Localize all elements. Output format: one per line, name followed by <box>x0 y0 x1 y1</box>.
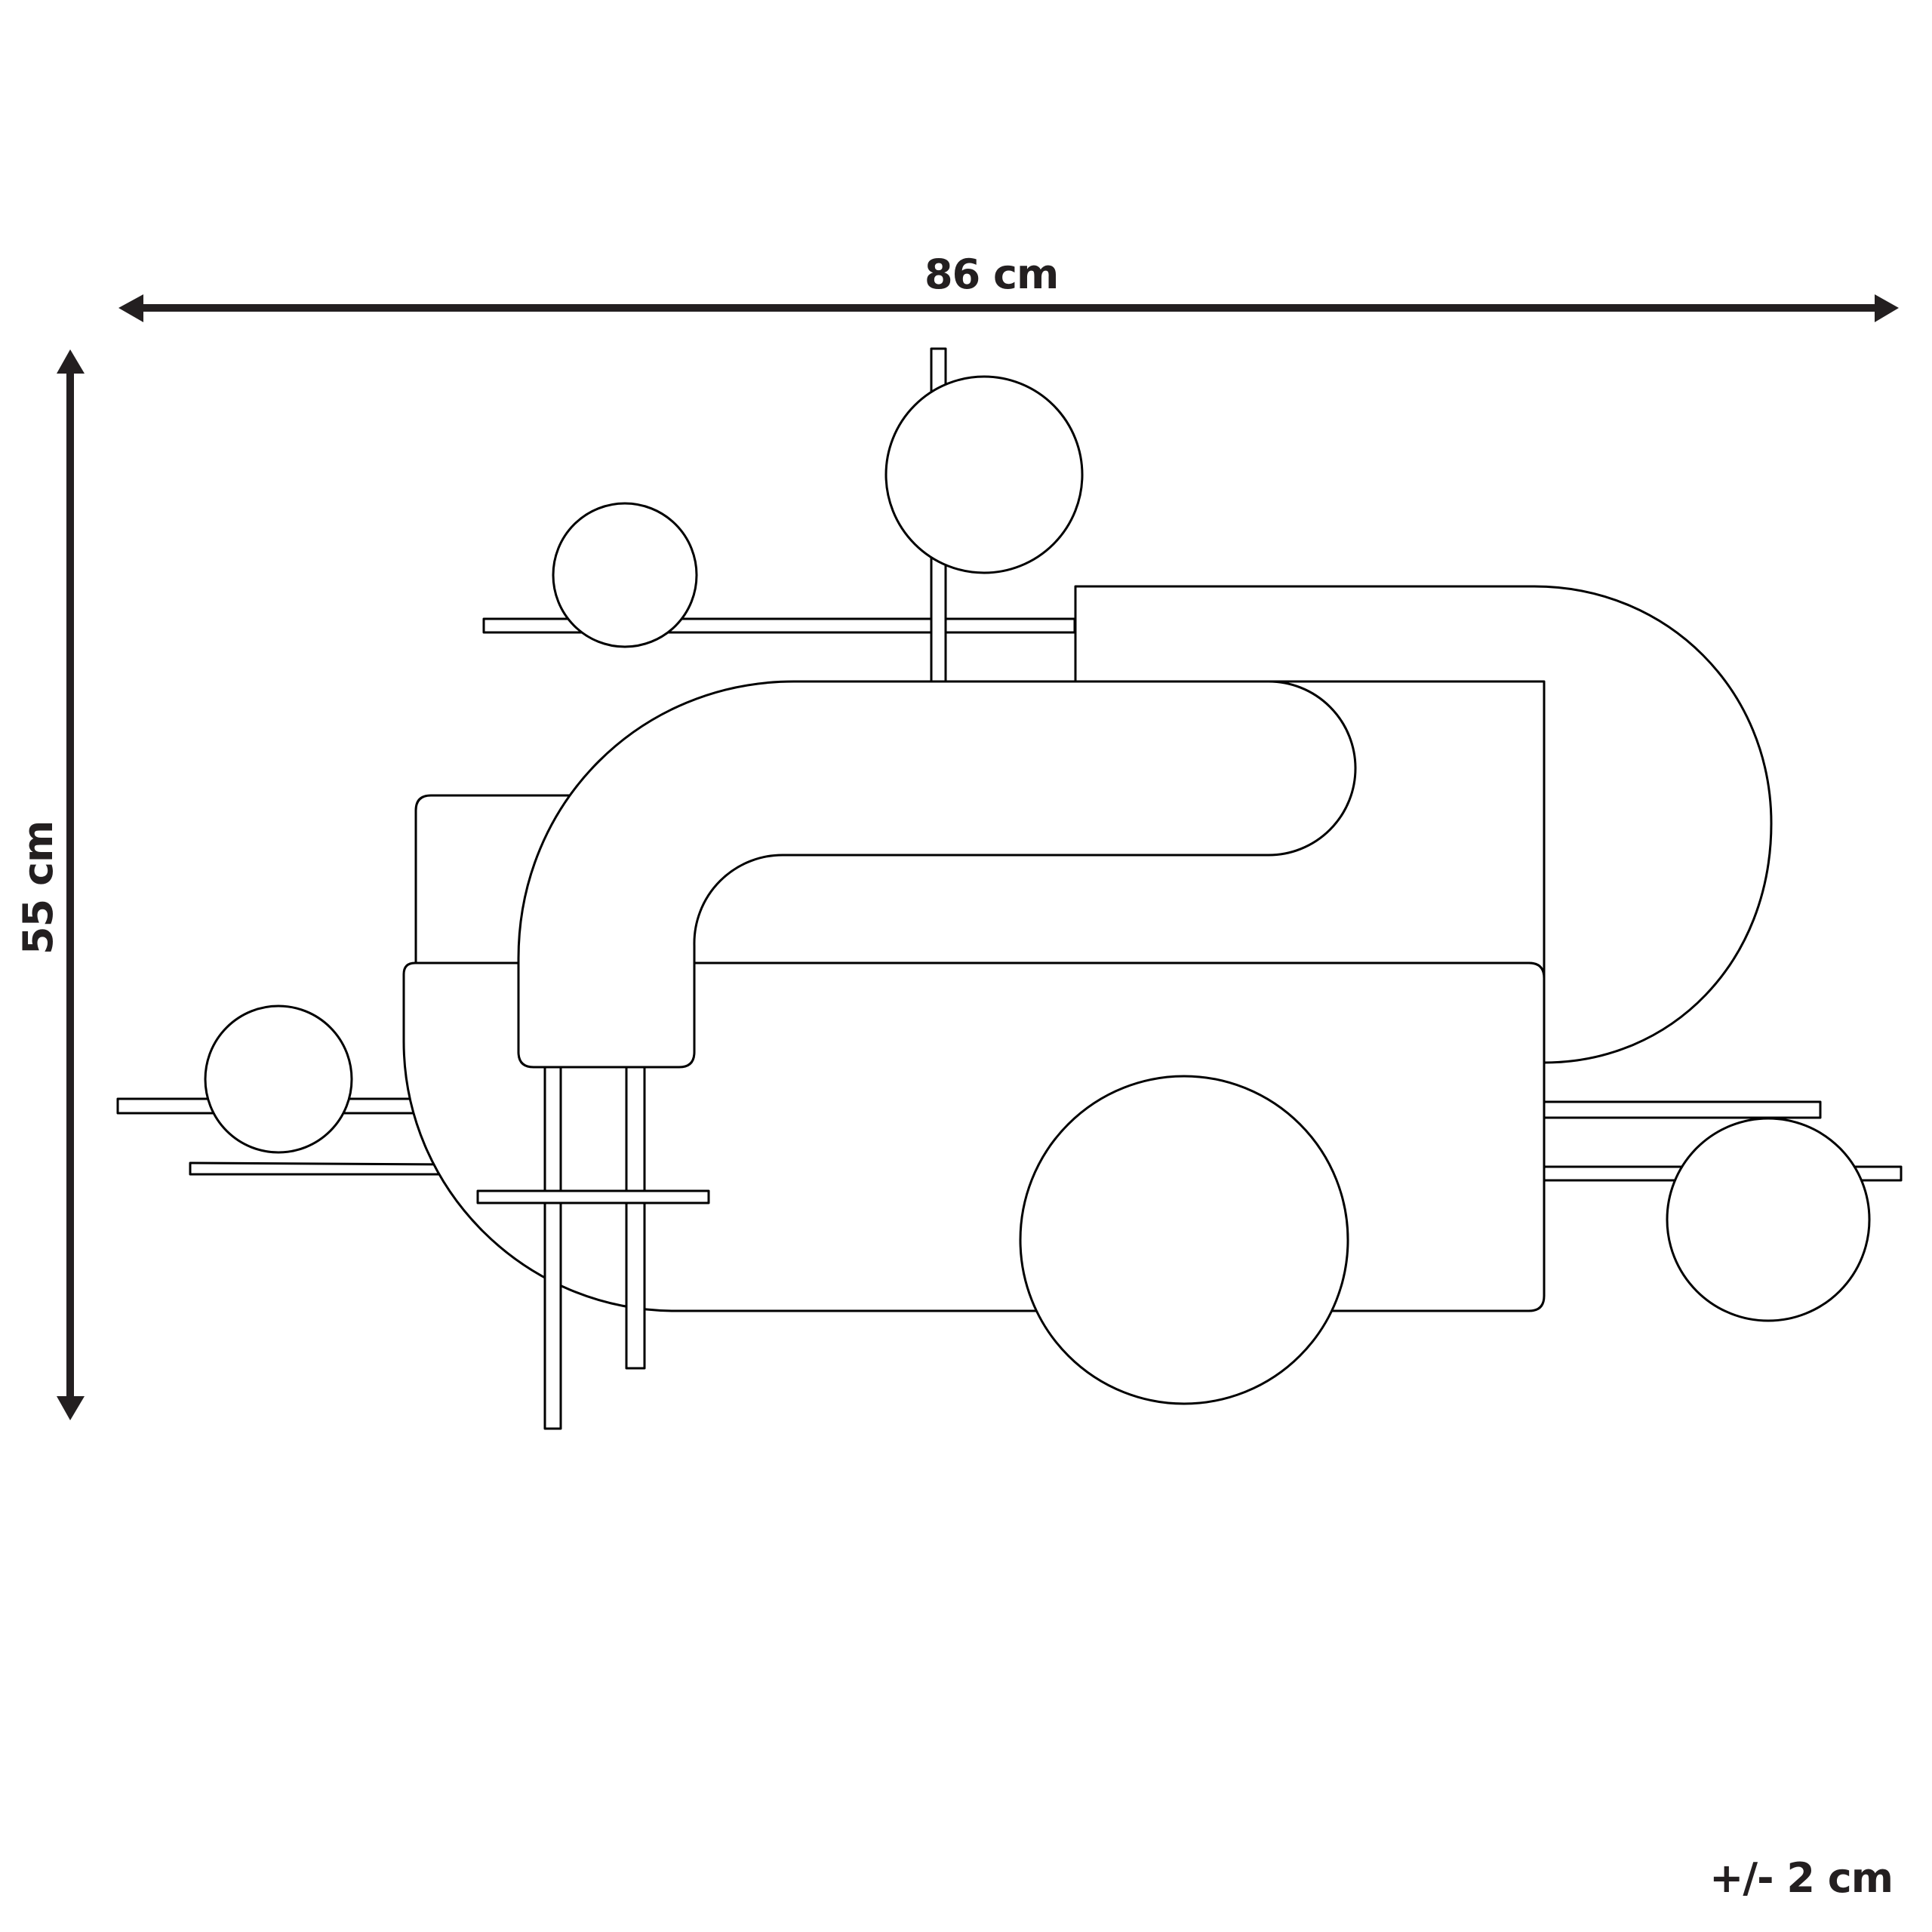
s-shaped-plate <box>517 680 1357 1069</box>
wall-decor-outline <box>116 347 1903 1430</box>
upper-left-circle <box>552 502 698 648</box>
height-label: 55 cm <box>14 820 62 955</box>
left-bar-lower <box>189 1161 454 1176</box>
leg-left <box>543 1066 562 1430</box>
arrow-down-icon <box>57 1396 85 1420</box>
left-circle <box>204 1004 353 1154</box>
height-label-container: 55 cm <box>14 821 63 1091</box>
right-bar-upper <box>1543 1100 1822 1119</box>
arrow-up-icon <box>57 349 85 374</box>
top-right-plate <box>1074 585 1773 1064</box>
height-dimension-arrow <box>57 349 85 1420</box>
arrow-left-icon <box>118 294 143 322</box>
arrow-right-icon <box>1875 294 1899 322</box>
bottom-large-circle <box>1019 1075 1349 1405</box>
width-label: 86 cm <box>924 251 1059 298</box>
top-circle <box>884 375 1084 574</box>
leg-right <box>625 1066 646 1370</box>
cross-bar <box>476 1189 710 1204</box>
tolerance-label: +/- 2 cm <box>1709 1854 1894 1902</box>
right-circle <box>1666 1117 1871 1322</box>
width-dimension-arrow <box>118 294 1899 322</box>
